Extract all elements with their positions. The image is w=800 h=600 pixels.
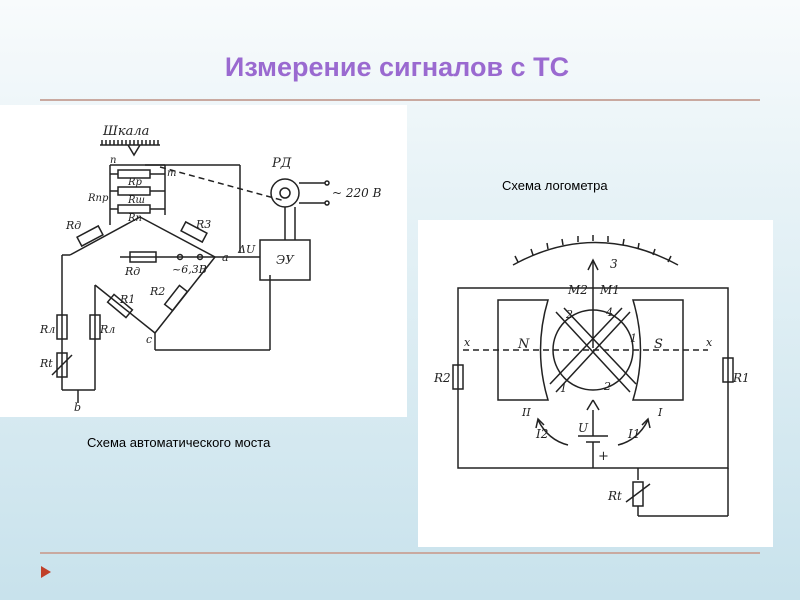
logometer-caption: Схема логометра: [502, 178, 608, 193]
logometer-diagram: N S R1 R2 Rt M1 M2 I1 I2 U + x x I II 1 …: [433, 235, 750, 517]
node-c-label: c: [146, 333, 152, 346]
r1-logometer-label: R1: [732, 371, 750, 385]
voltage-220-label: ~ 220 В: [332, 186, 382, 200]
i1-label: I1: [627, 427, 640, 441]
num-1b-label: 1: [560, 382, 567, 395]
i2-label: I2: [535, 427, 548, 441]
next-slide-arrow-icon[interactable]: [41, 566, 51, 578]
rl1-label: Rл: [39, 323, 55, 336]
du-label: ΔU: [237, 243, 256, 256]
rd-label: Rд: [65, 219, 81, 232]
slide-title: Измерение сигналов с ТС: [224, 52, 570, 82]
r1-label: R1: [119, 293, 135, 306]
rt-logometer-label: Rt: [607, 489, 622, 503]
m1-label: M1: [599, 283, 620, 297]
top-divider: [40, 99, 760, 101]
motor-label: РД: [271, 156, 292, 171]
plus-label: +: [598, 449, 609, 464]
bridge-caption: Схема автоматического моста: [87, 435, 271, 450]
r3-label: R3: [195, 218, 211, 231]
rp-top-label: Rр: [127, 177, 143, 188]
rpr-label: Rпр: [87, 193, 109, 204]
x-right-label: x: [706, 336, 713, 349]
bridge-diagram-panel: Шкала РД ~ 220 В ЭУ ΔU Rпр Rр Rш Rп Rд R…: [0, 105, 407, 417]
voltage-63-label: ~6,3В: [172, 263, 207, 276]
x-left-label: x: [464, 336, 471, 349]
r2-label: R2: [149, 285, 165, 298]
num-2b-label: 2: [603, 380, 611, 393]
logometer-diagram-panel: N S R1 R2 Rt M1 M2 I1 I2 U + x x I II 1 …: [418, 220, 773, 547]
r2-logometer-label: R2: [433, 371, 451, 385]
m2-label: M2: [567, 283, 588, 297]
coil1-label: I: [657, 406, 663, 419]
magnet-n-label: N: [517, 337, 530, 352]
num-1-label: 1: [630, 332, 637, 345]
u-label: U: [578, 421, 589, 435]
rt-label: Rt: [39, 357, 53, 370]
num-2-label: 2: [565, 308, 573, 321]
magnet-s-label: S: [654, 337, 663, 352]
scale-label: Шкала: [102, 124, 149, 139]
rl2-label: Rл: [99, 323, 115, 336]
node-b-label: b: [74, 401, 81, 414]
rp-label: Rп: [127, 213, 142, 224]
rsh-label: Rш: [127, 195, 145, 206]
rd-mid-label: Rд: [124, 265, 140, 278]
node-a-label: a: [222, 251, 229, 264]
num-3-label: 3: [610, 257, 618, 271]
num-4-label: 4: [605, 306, 613, 319]
coil2-label: II: [521, 406, 531, 419]
node-m-label: m: [167, 168, 176, 179]
eu-label: ЭУ: [276, 253, 295, 267]
node-n-label: n: [110, 155, 116, 166]
bridge-diagram: Шкала РД ~ 220 В ЭУ ΔU Rпр Rр Rш Rп Rд R…: [39, 124, 382, 414]
bottom-divider: [40, 552, 760, 554]
